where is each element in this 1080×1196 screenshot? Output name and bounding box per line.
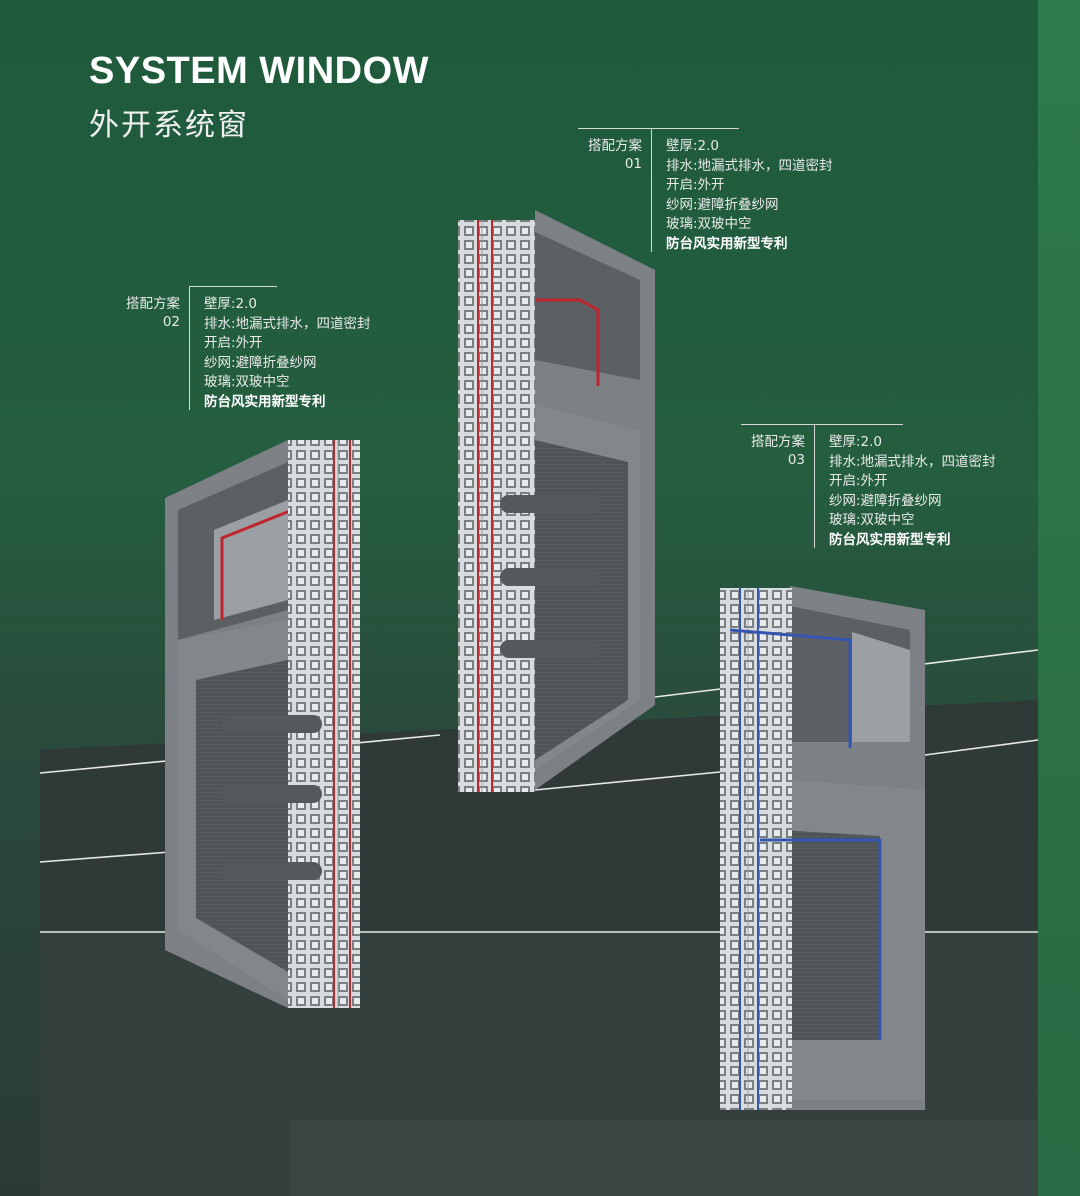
scheme-number: 03: [787, 452, 805, 468]
scheme-label-text: 搭配方案: [588, 138, 642, 154]
scheme-label-text: 搭配方案: [126, 296, 180, 312]
scheme-number: 02: [162, 314, 180, 330]
scheme-03-block: 搭配方案 03 壁厚:2.0 排水:地漏式排水，四道密封 开启:外开 纱网:避障…: [741, 424, 1041, 554]
spec-item: 排水:地漏式排水，四道密封: [829, 453, 996, 470]
divider: [189, 286, 277, 287]
spec-item: 纱网:避障折叠纱网: [829, 492, 942, 509]
divider: [814, 424, 815, 548]
page-title: SYSTEM WINDOW: [89, 50, 430, 92]
patent-highlight: 防台风实用新型专利: [829, 531, 951, 548]
patent-highlight: 防台风实用新型专利: [204, 393, 326, 410]
spec-item: 纱网:避障折叠纱网: [204, 354, 317, 371]
scheme-number: 01: [624, 156, 642, 172]
spec-list: 壁厚:2.0 排水:地漏式排水，四道密封 开启:外开 纱网:避障折叠纱网 玻璃:…: [204, 295, 371, 413]
scheme-label: 搭配方案 01: [578, 137, 642, 173]
spec-list: 壁厚:2.0 排水:地漏式排水，四道密封 开启:外开 纱网:避障折叠纱网 玻璃:…: [829, 433, 996, 551]
scheme-02-block: 搭配方案 02 壁厚:2.0 排水:地漏式排水，四道密封 开启:外开 纱网:避障…: [115, 286, 395, 416]
spec-list: 壁厚:2.0 排水:地漏式排水，四道密封 开启:外开 纱网:避障折叠纱网 玻璃:…: [666, 137, 833, 255]
patent-highlight: 防台风实用新型专利: [666, 235, 788, 252]
spec-item: 开启:外开: [204, 335, 263, 352]
scheme-label-text: 搭配方案: [751, 434, 805, 450]
spec-item: 壁厚:2.0: [204, 296, 258, 312]
right-edge-strip: [1038, 0, 1080, 1196]
scheme-label: 搭配方案 02: [115, 295, 180, 331]
spec-item: 玻璃:双玻中空: [666, 216, 752, 233]
window-section-01-icon: [458, 210, 655, 792]
spec-item: 壁厚:2.0: [829, 434, 883, 450]
divider: [578, 128, 739, 129]
spec-item: 开启:外开: [829, 473, 888, 490]
spec-item: 纱网:避障折叠纱网: [666, 196, 779, 213]
spec-item: 壁厚:2.0: [666, 138, 720, 154]
spec-item: 玻璃:双玻中空: [829, 512, 915, 529]
scheme-label: 搭配方案 03: [741, 433, 805, 469]
page-subtitle: 外开系统窗: [89, 108, 249, 143]
spec-item: 开启:外开: [666, 177, 725, 194]
floor-strip: [290, 1120, 1038, 1196]
scheme-01-block: 搭配方案 01 壁厚:2.0 排水:地漏式排水，四道密封 开启:外开 纱网:避障…: [578, 128, 838, 258]
spec-item: 排水:地漏式排水，四道密封: [666, 157, 833, 174]
divider: [741, 424, 903, 425]
spec-item: 玻璃:双玻中空: [204, 374, 290, 391]
window-section-03-icon: [720, 586, 925, 1110]
window-section-02-icon: [165, 440, 360, 1008]
divider: [651, 128, 652, 252]
spec-item: 排水:地漏式排水，四道密封: [204, 315, 371, 332]
divider: [189, 286, 190, 410]
